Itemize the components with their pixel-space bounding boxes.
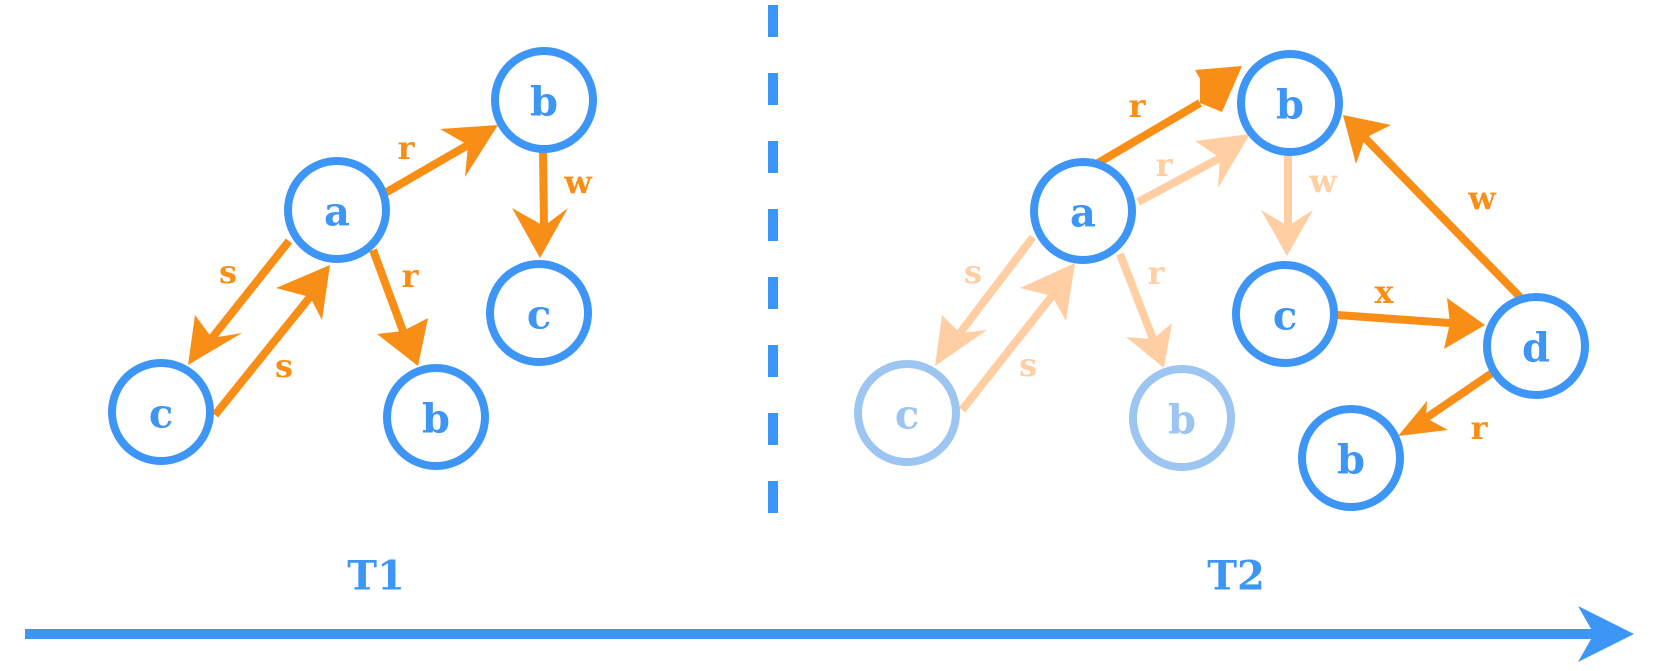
node-label: b	[422, 396, 450, 443]
node-label: c	[149, 391, 173, 438]
edge-t2-a-to-b-top-old	[1136, 134, 1250, 206]
edge-label-t2-d-b-top: w	[1467, 179, 1497, 217]
edge-t1-a-to-b-top	[382, 125, 498, 197]
node-label: b	[1168, 397, 1196, 444]
node-t1-b-bottom: b	[383, 364, 489, 470]
node-t2-b-top: b	[1237, 50, 1343, 156]
node-t2-b-bottom: b	[1129, 365, 1235, 471]
edge-t2-c-left-to-a-old	[958, 263, 1075, 413]
edge-t2-d-to-b-top	[1343, 115, 1523, 300]
edge-label-t2-a-b-bottom-old: r	[1148, 254, 1166, 292]
edge-label-t1-c-a: s	[275, 347, 293, 385]
edge-t1-a-to-c-left	[188, 238, 293, 365]
node-label: a	[1070, 190, 1096, 237]
node-label: c	[895, 392, 919, 439]
node-label: b	[1276, 82, 1304, 129]
node-t1-a: a	[284, 157, 390, 263]
node-label: b	[1337, 437, 1365, 484]
node-t2-b-right: b	[1298, 405, 1404, 511]
edge-t2-b-top-to-c-old	[1261, 152, 1313, 256]
edge-t2-a-to-c-left-old	[935, 234, 1037, 366]
edge-t1-c-left-to-a	[211, 265, 330, 418]
edge-label-t2-c-a-old: s	[1019, 346, 1037, 384]
node-label: b	[530, 79, 558, 126]
node-label: c	[527, 292, 551, 339]
edge-label-t2-a-c-old: s	[964, 253, 982, 291]
edge-t2-c-to-d	[1336, 298, 1485, 349]
edge-t1-a-to-b-bottom	[369, 248, 428, 366]
node-t2-a: a	[1030, 158, 1136, 264]
node-t1-c-right: c	[486, 260, 592, 366]
edge-label-t2-d-b-right: r	[1471, 409, 1489, 447]
edge-label-t1-a-b-top: r	[398, 129, 416, 167]
edge-label-t2-a-b-top-new: r	[1129, 87, 1147, 125]
edge-label-t2-b-top-c-old: w	[1308, 162, 1338, 200]
edge-label-t1-a-c: s	[219, 253, 237, 291]
node-t2-c-left: c	[854, 360, 960, 466]
node-t2-c-mid: c	[1232, 261, 1338, 367]
edge-t2-d-to-b-right	[1398, 369, 1495, 436]
node-t1-c-left: c	[108, 359, 214, 465]
node-t1-b-top: b	[491, 47, 597, 153]
edge-label-t1-a-b-bottom: r	[402, 257, 420, 295]
node-label: a	[324, 189, 350, 236]
edge-label-t2-c-d: x	[1374, 273, 1394, 311]
edge-t1-b-top-to-c	[512, 150, 568, 258]
node-label: c	[1273, 293, 1297, 340]
timeline-arrow	[25, 606, 1634, 662]
edge-label-t1-b-top-c: w	[563, 163, 593, 201]
edge-t2-a-to-b-bottom-old	[1116, 252, 1172, 368]
edge-label-t2-a-b-top-old: r	[1156, 146, 1174, 184]
time-label-t1: T1	[347, 553, 405, 600]
time-label-t2: T2	[1207, 553, 1265, 600]
edge-t2-a-to-b-top-new	[1095, 66, 1242, 167]
node-t2-d: d	[1483, 293, 1589, 399]
node-label: d	[1522, 325, 1550, 372]
